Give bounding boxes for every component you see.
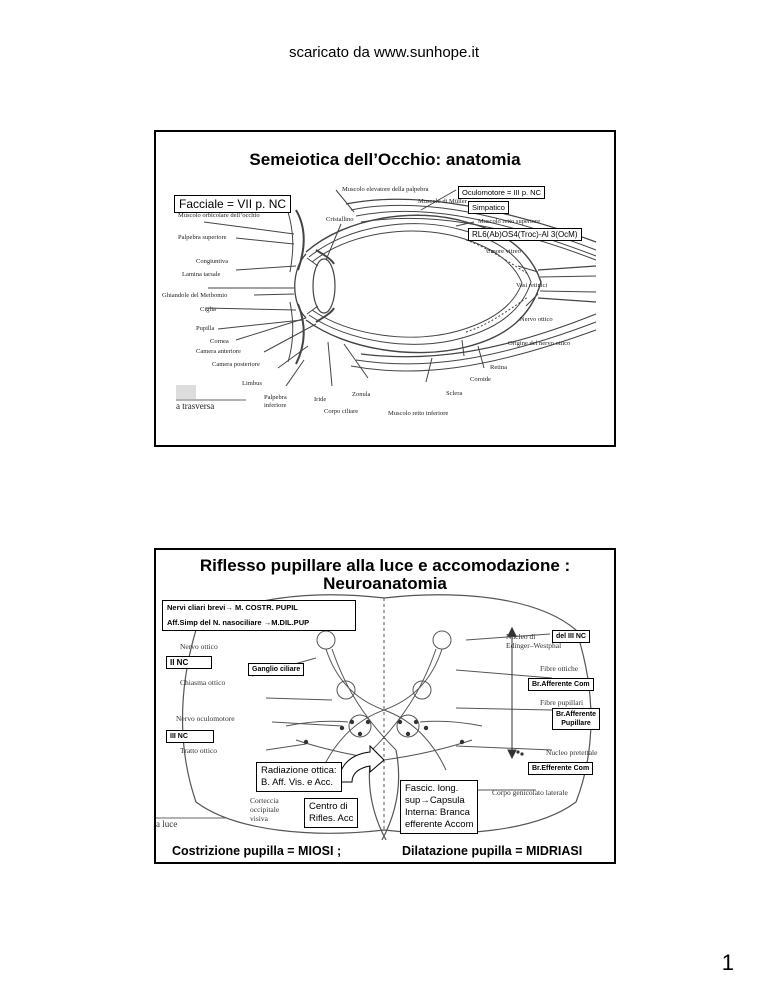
label-light: a luce bbox=[156, 819, 178, 829]
box-pupillary-afferent-line1: Br.Afferente bbox=[556, 711, 597, 718]
gray-patch bbox=[176, 385, 196, 399]
label-cortex-2: occipitale bbox=[250, 805, 280, 814]
label-optic-tract: Tratto ottico bbox=[180, 746, 218, 755]
slide1-title: Semeiotica dell’Occhio: anatomia bbox=[249, 150, 521, 169]
box-third-nerve: del III NC bbox=[552, 630, 590, 643]
box-common-afferent: Br.Afferente Com bbox=[528, 678, 594, 691]
label-retinal-vessels: Vasi retinici bbox=[516, 282, 548, 289]
box-fasciculus-line1: Fascic. long. bbox=[405, 783, 459, 794]
box-reflex-center-line2: Rifles. Acc bbox=[309, 813, 354, 824]
slide-eye-anatomy: Semeiotica dell’Occhio: anatomia bbox=[154, 130, 616, 447]
label-cornea: Cornea bbox=[210, 338, 229, 345]
label-lower-eyelid-1: Palpebra bbox=[264, 394, 287, 401]
label-ciliary-body: Corpo ciliare bbox=[324, 408, 359, 415]
label-sclera: Sclera bbox=[446, 390, 463, 397]
box-facial-nerve: Facciale = VII p. NC bbox=[174, 195, 292, 213]
label-edinger-nucleus-1: Nucleo di bbox=[506, 632, 536, 641]
box-optic-radiation: Radiazione ottica: B. Aff. Vis. e Acc. bbox=[256, 762, 342, 792]
box-common-efferent: Br.Efferente Com bbox=[528, 762, 594, 775]
page-header: scaricato da www.sunhope.it bbox=[288, 44, 480, 61]
label-cortex-1: Corteccia bbox=[250, 796, 279, 805]
neuroanatomy-illustration bbox=[156, 594, 592, 841]
label-orbicular-muscle: Muscolo orbicolare dell’occhio bbox=[178, 212, 260, 219]
box-oculomotor-nerve: Oculomotore = III p. NC bbox=[458, 186, 545, 199]
label-pupil: Pupilla bbox=[196, 325, 215, 332]
box-optic-radiation-line2: B. Aff. Vis. e Acc. bbox=[261, 777, 333, 788]
box-ciliary-ganglion: Ganglio ciliare bbox=[248, 663, 305, 676]
label-pupillary-fibers: Fibre pupillari bbox=[540, 698, 584, 707]
box-third-nerve-label: III NC bbox=[166, 730, 214, 743]
label-inferior-rectus: Muscolo retto inferiore bbox=[388, 410, 449, 417]
label-elevator-muscle: Muscolo elevatore della palpebra bbox=[342, 186, 429, 193]
label-lens: Cristallino bbox=[326, 216, 354, 223]
box-second-nerve: II NC bbox=[166, 656, 212, 669]
box-fasciculus-line2: sup→Capsula bbox=[405, 795, 465, 806]
box-pupillary-afferent-line2: Pupillare bbox=[561, 720, 591, 727]
label-optic-chiasm: Chiasma ottico bbox=[180, 678, 226, 687]
label-muller-muscle: Muscolo di Müller bbox=[418, 198, 467, 205]
label-optic-nerve: Nervo ottico bbox=[520, 316, 553, 323]
label-posterior-chamber: Camera posteriore bbox=[212, 361, 260, 368]
footer-miosis: Costrizione pupilla = MIOSI ; bbox=[172, 844, 342, 858]
label-choroid: Coroide bbox=[470, 376, 491, 383]
label-cortex-3: visiva bbox=[250, 814, 268, 823]
slide2-title-line2: Neuroanatomia bbox=[323, 574, 447, 593]
label-anterior-chamber: Camera anteriore bbox=[196, 348, 241, 355]
label-optic-nerve: Nervo ottico bbox=[180, 642, 218, 651]
box-reflex-center: Centro di Rifles. Acc bbox=[304, 798, 359, 828]
label-edinger-nucleus-2: Edinger–Westphal bbox=[506, 641, 562, 650]
label-oculomotor-nerve: Nervo oculomotore bbox=[176, 714, 235, 723]
box-ciliary-nerves-line2: Aff.Simp del N. nasociliare →M.DIL.PUP bbox=[167, 618, 310, 627]
eye-cross-section-illustration bbox=[176, 189, 597, 401]
label-optic-fibers: Fibre ottiche bbox=[540, 664, 579, 673]
page-number: 1 bbox=[721, 950, 734, 975]
slide-pupillary-reflex: Riflesso pupillare alla luce e accomodaz… bbox=[154, 548, 616, 864]
label-transverse: a trasversa bbox=[176, 401, 215, 411]
label-lower-eyelid-2: inferiore bbox=[264, 402, 287, 409]
slide2-title-line1: Riflesso pupillare alla luce e accomodaz… bbox=[199, 556, 571, 575]
label-optic-nerve-origin: Origine del nervo ottico bbox=[508, 340, 571, 347]
box-fasciculus-line3: Interna: Branca bbox=[405, 807, 470, 818]
box-longitudinal-fasciculus: Fascic. long. sup→Capsula Interna: Branc… bbox=[400, 780, 479, 834]
label-superior-rectus: Muscolo retto superiore bbox=[478, 218, 541, 225]
box-pupillary-afferent: Br.Afferente Pupillare bbox=[552, 708, 601, 730]
label-meibomian-glands: Ghiandole del Meibomio bbox=[162, 292, 228, 299]
label-retina: Retina bbox=[490, 364, 507, 371]
label-eyelashes: Ciglia bbox=[200, 306, 216, 313]
label-pretectal-nucleus: Nucleo pretettale bbox=[546, 748, 598, 757]
box-ciliary-nerves: Nervi cliari brevi→ M. COSTR. PUPIL Aff.… bbox=[162, 600, 356, 631]
label-vitreous-humor: Umore vitreo bbox=[486, 248, 521, 255]
label-iris: Iride bbox=[314, 396, 327, 403]
label-tarsal-plate: Lamina tarsale bbox=[182, 271, 221, 278]
label-lateral-geniculate: Corpo genicolato laterale bbox=[492, 788, 568, 797]
box-cranial-nerves-muscles: RL6(Ab)OS4(Troc)-Al 3(OcM) bbox=[468, 228, 582, 241]
box-ciliary-nerves-line1: Nervi cliari brevi→ M. COSTR. PUPIL bbox=[167, 603, 298, 612]
label-conjunctiva: Congiuntiva bbox=[196, 258, 229, 265]
label-zonula: Zonula bbox=[352, 391, 371, 398]
label-upper-eyelid: Palpebra superiore bbox=[178, 234, 227, 241]
box-sympathetic: Simpatico bbox=[468, 201, 509, 214]
box-optic-radiation-line1: Radiazione ottica: bbox=[261, 765, 337, 776]
box-reflex-center-line1: Centro di bbox=[309, 801, 348, 812]
footer-mydriasis: Dilatazione pupilla = MIDRIASI bbox=[402, 844, 583, 858]
box-fasciculus-line4: efferente Accom bbox=[405, 819, 474, 830]
label-limbus: Limbus bbox=[242, 380, 262, 387]
